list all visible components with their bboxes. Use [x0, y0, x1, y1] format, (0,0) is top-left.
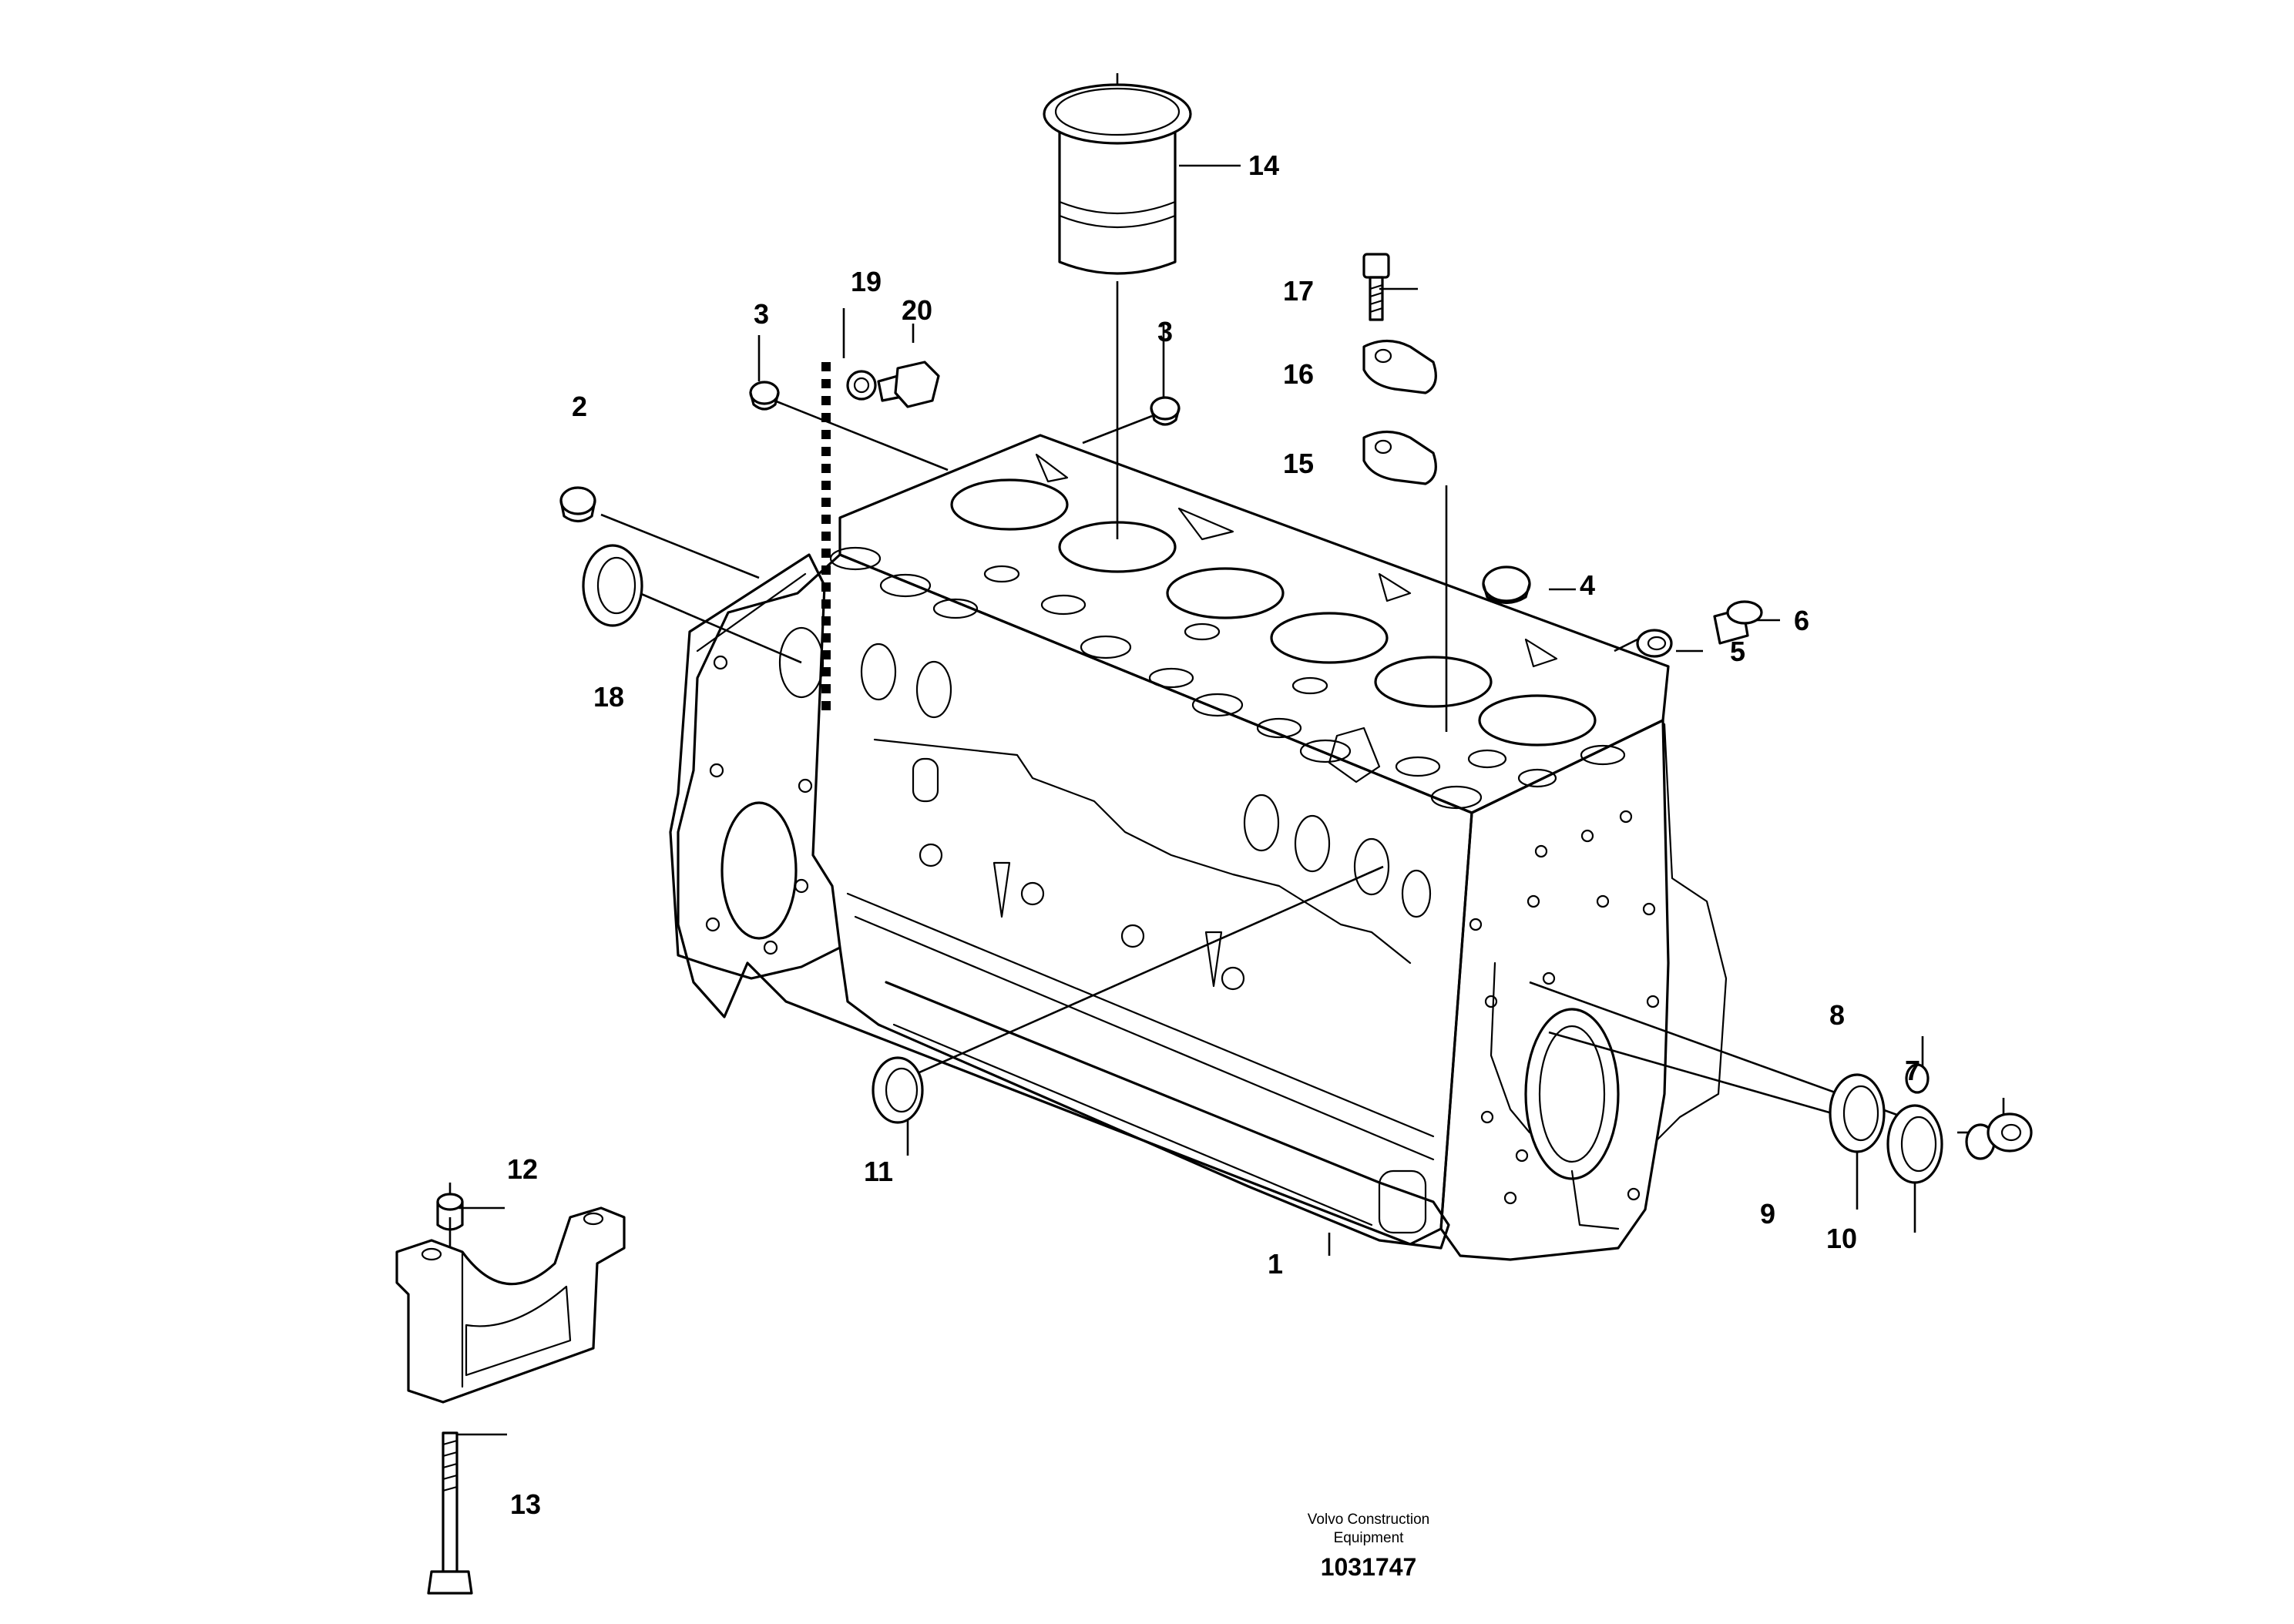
callout-9: 9 [1760, 1198, 1775, 1230]
footer-company-line-2: Equipment [1334, 1530, 1405, 1546]
plug-part-6 [1713, 600, 1763, 645]
main-bearing-cap [395, 1206, 626, 1404]
callout-1: 1 [1268, 1248, 1283, 1280]
seal-ring-part-10 [1886, 1104, 1943, 1184]
plug-part-4 [1482, 565, 1531, 605]
plug-part-2 [559, 486, 596, 523]
sleeve-part-12 [436, 1193, 464, 1231]
callout-6: 6 [1794, 605, 1809, 636]
callout-20: 20 [902, 294, 932, 326]
plug-part-3-right [1150, 396, 1181, 426]
callout-8: 8 [1829, 999, 1845, 1031]
callout-labels: 1 2 3 3 4 5 6 7 8 9 10 11 12 13 14 15 16… [507, 149, 1920, 1520]
bolt-part-13 [427, 1431, 473, 1595]
deck-bores [829, 453, 1626, 810]
callout-16: 16 [1283, 358, 1314, 390]
callout-3-left: 3 [754, 298, 769, 330]
callout-14: 14 [1248, 149, 1279, 181]
seal-ring-part-11 [872, 1056, 924, 1124]
drawing-footer: Volvo Construction Equipment 1031747 [1308, 1512, 1429, 1581]
plug-part-7 [1965, 1112, 2033, 1160]
cylinder-liner-part-14 [1043, 83, 1192, 275]
callout-10: 10 [1826, 1223, 1857, 1254]
washer-part-5 [1636, 629, 1673, 658]
bolt-part-17 [1362, 253, 1390, 321]
callout-11: 11 [864, 1156, 893, 1187]
callout-19: 19 [851, 266, 882, 297]
footer-company-line-1: Volvo Construction [1308, 1512, 1429, 1528]
plate-part-16 [1362, 339, 1437, 394]
seal-ring-part-18 [582, 544, 643, 627]
o-ring-part-8 [1905, 1063, 1930, 1094]
callout-7: 7 [1905, 1055, 1920, 1086]
bolt-part-20 [877, 361, 940, 408]
cylinder-block [669, 434, 1728, 1261]
callout-12: 12 [507, 1153, 538, 1185]
callout-17: 17 [1283, 275, 1314, 307]
washer-part-19 [846, 370, 877, 401]
callout-13: 13 [510, 1488, 541, 1520]
leader-lines [448, 73, 2005, 1436]
drawing-number: 1031747 [1321, 1553, 1417, 1581]
callout-3-right: 3 [1157, 316, 1173, 347]
callout-5: 5 [1730, 636, 1745, 667]
callout-4: 4 [1580, 569, 1595, 601]
gasket-part-15 [1362, 430, 1437, 485]
seal-ring-part-9 [1829, 1073, 1886, 1153]
callout-2: 2 [572, 391, 587, 422]
callout-15: 15 [1283, 448, 1314, 479]
plug-part-3-left [749, 381, 780, 411]
callout-18: 18 [593, 681, 624, 713]
